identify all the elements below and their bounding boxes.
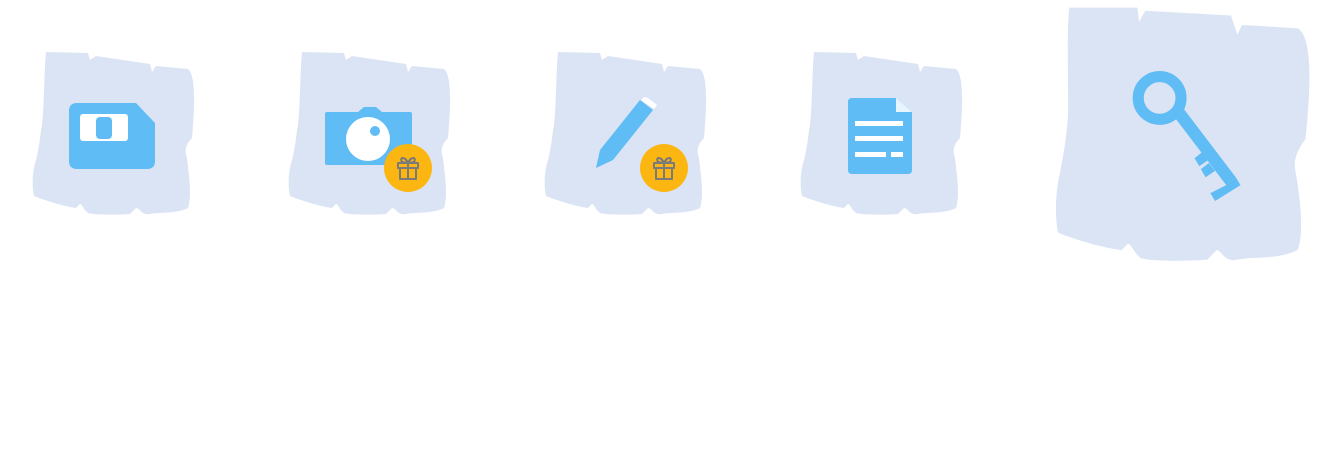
blob-shape — [1055, 7, 1310, 261]
sd-card-icon — [69, 103, 155, 169]
tile-background — [1055, 7, 1310, 261]
tile-background — [544, 52, 707, 215]
gift-badge — [640, 144, 688, 192]
gift-icon — [653, 157, 675, 180]
pencil-icon — [596, 97, 657, 168]
key-icon — [1132, 71, 1241, 201]
tile-background — [32, 52, 195, 215]
tile-background — [288, 52, 451, 215]
tile-pencil[interactable] — [544, 52, 708, 216]
gift-badge — [384, 144, 432, 192]
document-icon — [848, 98, 912, 174]
tile-document[interactable] — [800, 52, 964, 216]
tile-camera[interactable] — [288, 52, 452, 216]
gift-icon — [397, 157, 419, 180]
tile-key[interactable] — [1055, 6, 1315, 266]
tile-sd-card[interactable] — [32, 52, 196, 216]
tile-background — [800, 52, 963, 215]
camera-icon — [325, 107, 412, 165]
